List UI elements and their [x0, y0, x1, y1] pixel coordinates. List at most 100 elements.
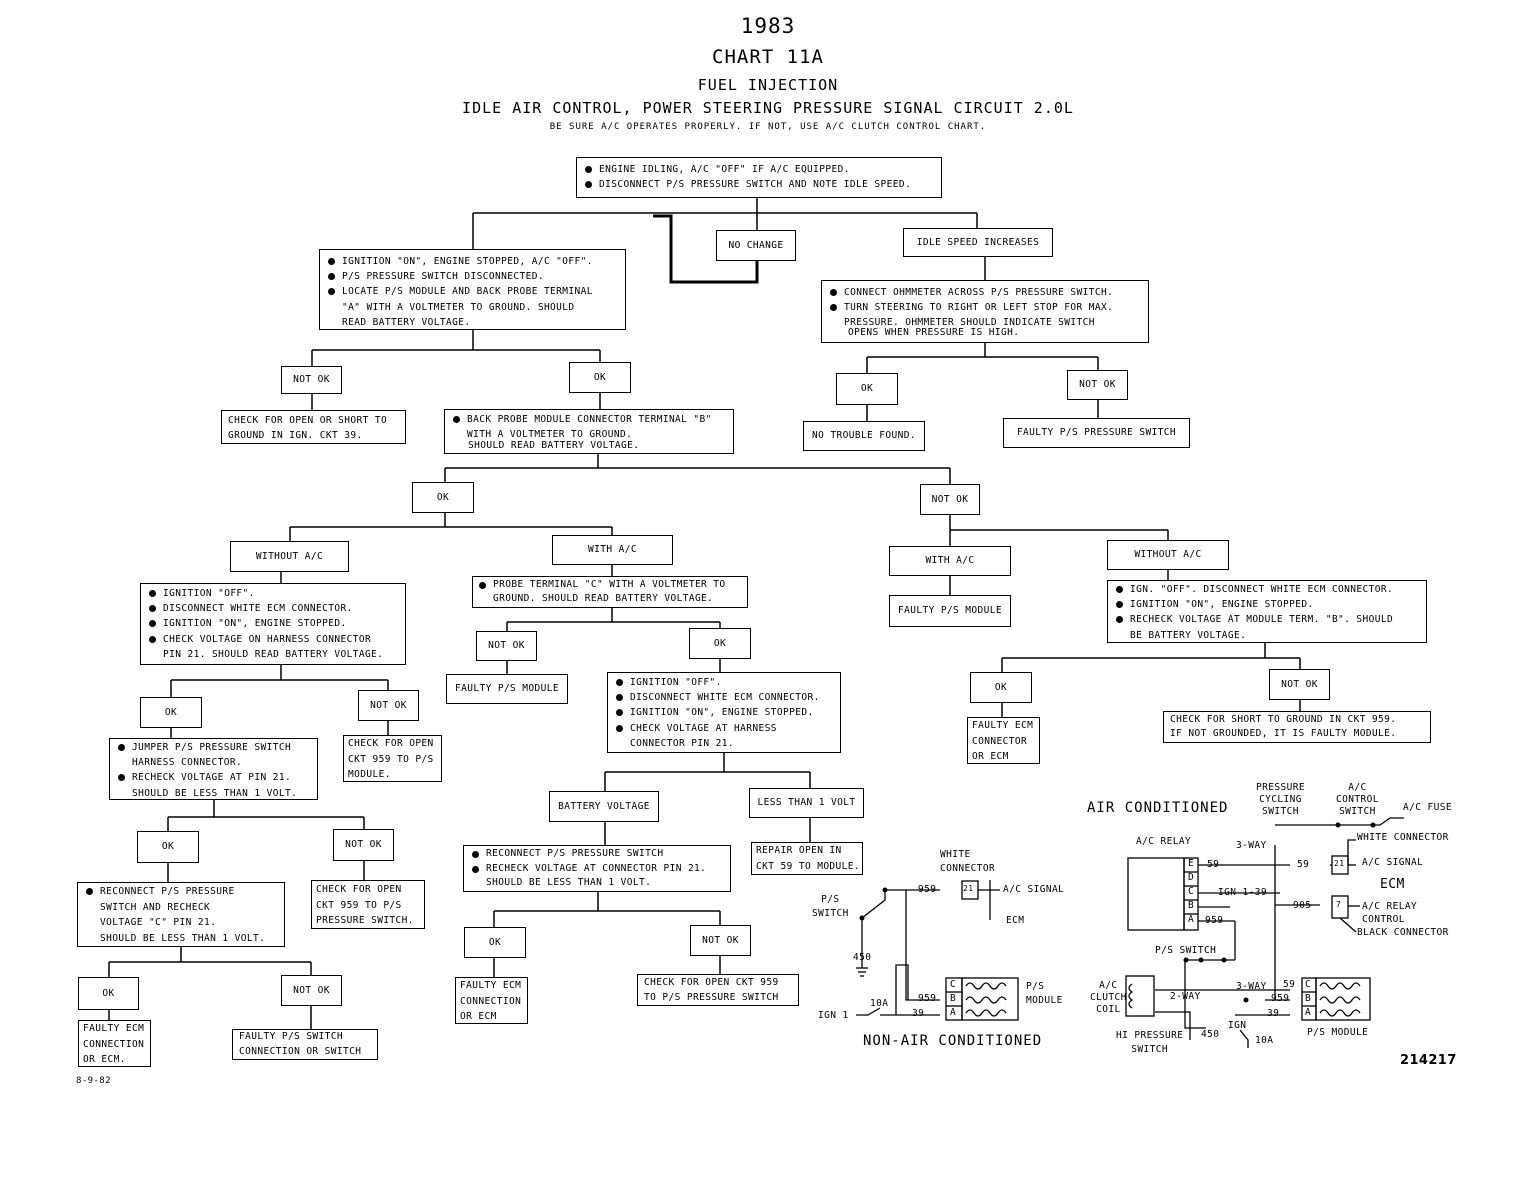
result-faulty-ps-module-middle: FAULTY P/S MODULE	[446, 674, 568, 704]
result-not-ok-probe-b: NOT OK	[920, 484, 980, 515]
ac-2way: 2-WAY	[1170, 991, 1201, 1002]
nonac-ecm-label: ECM	[1006, 915, 1025, 926]
result-idle-speed-increases: IDLE SPEED INCREASES	[903, 228, 1053, 257]
branch-without-ac-left: WITHOUT A/C	[230, 541, 349, 572]
result-ok-reconnect-middle: OK	[464, 927, 526, 958]
ac-relay-pin-e: E	[1188, 858, 1195, 869]
result-not-ok-right: NOT OK	[1269, 669, 1330, 700]
result-ok-probe-b: OK	[412, 482, 474, 513]
ac-wire-59-c: 59	[1283, 979, 1296, 990]
ac-module-pin-a: A	[1305, 1007, 1312, 1018]
result-ok-left: OK	[140, 697, 202, 728]
step-ignition-off-middle: IGNITION "OFF".DISCONNECT WHITE ECM CONN…	[607, 672, 841, 753]
footer-drawing-number: 214217	[1400, 1053, 1457, 1068]
ac-fuse-10a: 10A	[1255, 1035, 1274, 1046]
step-ignition-on-check: IGNITION "ON", ENGINE STOPPED, A/C "OFF"…	[319, 249, 626, 330]
ac-wire-905: 905	[1293, 900, 1312, 911]
ac-signal-label: A/C SIGNAL	[1362, 857, 1424, 868]
ac-module-pin-c: C	[1305, 979, 1312, 990]
step-connect-ohmmeter: CONNECT OHMMETER ACROSS P/S PRESSURE SWI…	[821, 280, 1149, 343]
probe-b-line-3: SHOULD READ BATTERY VOLTAGE.	[468, 440, 640, 451]
result-not-ok-left: NOT OK	[358, 690, 419, 721]
ac-relay-pin-a: A	[1188, 914, 1195, 925]
action-check-short-959: CHECK FOR SHORT TO GROUND IN CKT 959.IF …	[1163, 711, 1431, 743]
result-ok-probe-c: OK	[689, 628, 751, 659]
system-name: FUEL INJECTION	[697, 76, 839, 94]
nonac-pin-a: A	[950, 1007, 957, 1018]
result-not-ok-jumper: NOT OK	[333, 829, 394, 861]
result-battery-voltage: BATTERY VOLTAGE	[549, 791, 659, 822]
footer-date: 8-9-82	[76, 1076, 111, 1086]
result-ok-1: OK	[569, 362, 631, 393]
ac-module-pin-b: B	[1305, 993, 1312, 1004]
ac-ign-label: IGN	[1228, 1020, 1247, 1031]
nonac-pin-c: C	[950, 979, 957, 990]
nonac-ign-1: IGN 1	[818, 1010, 849, 1021]
nonac-pin-b: B	[950, 993, 957, 1004]
result-ok-right: OK	[970, 672, 1032, 703]
ac-wire-39: 39	[1267, 1008, 1280, 1019]
result-not-ok-reconnect-middle: NOT OK	[690, 925, 751, 956]
ac-wire-959-a: 959	[1205, 915, 1224, 926]
ac-wire-59-a: 59	[1207, 859, 1220, 870]
ac-relay-pin-c: C	[1188, 886, 1195, 897]
ac-pin-7: 7	[1336, 900, 1342, 909]
ac-white-connector-label: WHITE CONNECTOR	[1357, 832, 1449, 843]
ac-ps-module-label: P/S MODULE	[1307, 1027, 1369, 1038]
chart-number: CHART 11A	[712, 46, 824, 68]
ac-fuse-label: A/C FUSE	[1403, 802, 1452, 813]
nonac-wire-959-a: 959	[918, 884, 937, 895]
ac-wire-450: 450	[1201, 1029, 1220, 1040]
nonac-wire-450: 450	[853, 952, 872, 963]
nonac-pin-21: 21	[963, 884, 974, 893]
chart-note: BE SURE A/C OPERATES PROPERLY. IF NOT, U…	[549, 122, 987, 132]
ac-ecm-label: ECM	[1380, 877, 1405, 892]
chart-title: IDLE AIR CONTROL, POWER STEERING PRESSUR…	[462, 99, 1074, 117]
branch-with-ac-middle: WITH A/C	[552, 535, 673, 565]
nonac-wire-959-b: 959	[918, 993, 937, 1004]
ohmmeter-line-4: OPENS WHEN PRESSURE IS HIGH.	[848, 327, 1020, 338]
ac-relay-label: A/C RELAY	[1136, 836, 1192, 847]
result-ok-ohm: OK	[836, 373, 898, 405]
result-faulty-ps-pressure-switch: FAULTY P/S PRESSURE SWITCH	[1003, 418, 1190, 448]
ac-relay-pin-b: B	[1188, 900, 1195, 911]
result-not-ok-reconnect-left: NOT OK	[281, 975, 342, 1006]
result-not-ok-1: NOT OK	[281, 366, 342, 394]
ac-pin-21: 21	[1334, 859, 1345, 868]
nonac-fuse-10a: 10A	[870, 998, 889, 1009]
result-ok-jumper: OK	[137, 831, 199, 863]
step-ignition-off-right: IGN. "OFF". DISCONNECT WHITE ECM CONNECT…	[1107, 580, 1427, 643]
result-no-trouble-found: NO TROUBLE FOUND.	[803, 421, 925, 451]
nonac-caption: NON-AIR CONDITIONED	[863, 1033, 1043, 1049]
ac-black-connector-label: BLACK CONNECTOR	[1357, 927, 1449, 938]
ac-wire-59-b: 59	[1297, 859, 1310, 870]
step-back-probe-b: BACK PROBE MODULE CONNECTOR TERMINAL "B"…	[444, 409, 734, 454]
ac-3way-b: 3-WAY	[1236, 981, 1267, 992]
branch-without-ac-right: WITHOUT A/C	[1107, 540, 1229, 570]
result-not-ok-ohm: NOT OK	[1067, 370, 1128, 400]
ac-wire-959-b: 959	[1271, 993, 1290, 1004]
ac-ps-switch-label: P/S SWITCH	[1155, 945, 1217, 956]
result-ok-reconnect-left: OK	[78, 977, 139, 1010]
result-less-than-1-volt: LESS THAN 1 VOLT	[749, 788, 864, 818]
ac-relay-pin-d: D	[1188, 872, 1195, 883]
result-no-change: NO CHANGE	[716, 230, 796, 261]
